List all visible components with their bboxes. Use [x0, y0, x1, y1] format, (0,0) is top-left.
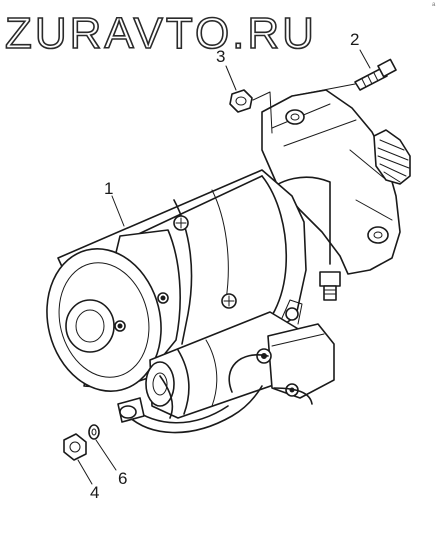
- callout-4: 4: [90, 483, 99, 502]
- pinion-gear: [373, 129, 411, 185]
- washer-part-6: [88, 424, 100, 440]
- leader-line-2: [359, 49, 371, 69]
- leader-line-4: [77, 459, 93, 485]
- corner-mark: a: [432, 2, 436, 8]
- leader-line-6: [95, 439, 117, 471]
- watermark-logo: ZURAVTO.RU: [5, 9, 317, 58]
- leader-line-3: [252, 91, 273, 134]
- callout-6: 6: [118, 469, 127, 488]
- solenoid: [145, 311, 305, 419]
- callout-2: 2: [350, 30, 359, 49]
- callout-1: 1: [104, 179, 113, 198]
- nut-part-4: [63, 433, 87, 461]
- nut-part-3: [229, 89, 253, 113]
- stud-bolt: [354, 58, 397, 91]
- leader-line-3b: [225, 65, 237, 91]
- leader-line-1: [111, 195, 125, 227]
- terminal-box: [256, 299, 335, 399]
- rear-end-cap: [46, 229, 181, 392]
- callout-3: 3: [216, 47, 225, 66]
- stud-axis: [291, 83, 356, 97]
- cable-connector: [117, 397, 145, 423]
- body-screws: [173, 215, 237, 309]
- terminal-bolt: [319, 271, 341, 301]
